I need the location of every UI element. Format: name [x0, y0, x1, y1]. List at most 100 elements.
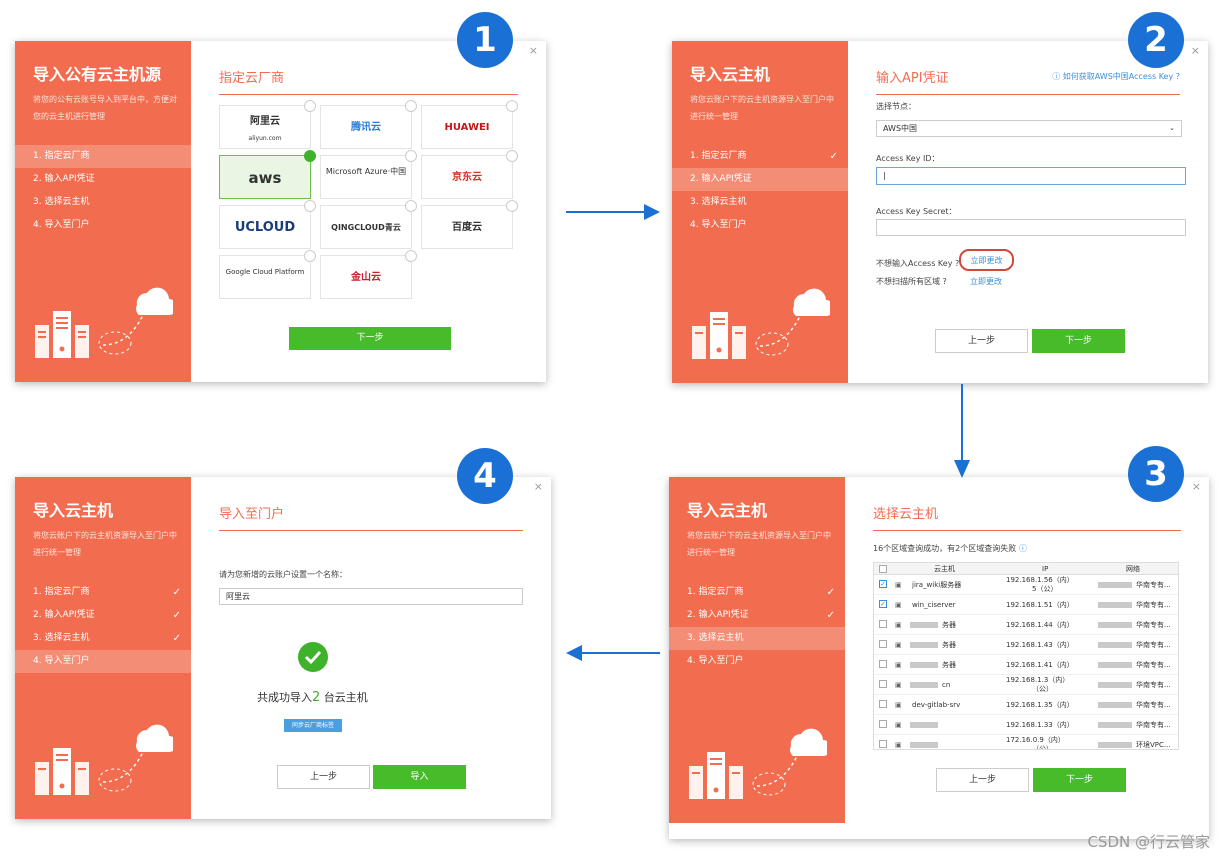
- access-key-secret-input[interactable]: [876, 219, 1186, 236]
- vendor-select-indicator: [506, 150, 518, 162]
- import-button[interactable]: 导入: [373, 765, 466, 789]
- dialog-main: 指定云厂商 阿里云 aliyun.com 腾讯云 HUAWEI aws Micr…: [191, 41, 546, 382]
- row-checkbox[interactable]: [879, 680, 887, 688]
- vendor-aws[interactable]: aws: [219, 150, 316, 199]
- step-badge-2: 2: [1128, 12, 1184, 68]
- no-scan-label: 不想扫描所有区域 ?: [876, 277, 947, 286]
- help-link[interactable]: ⓘ 如何获取AWS中国Access Key ?: [1052, 72, 1180, 81]
- row-checkbox[interactable]: [879, 660, 887, 668]
- dialog-step-1: 导入公有云主机源 将您的公有云账号导入到平台中，方便对您的云主机进行管理 1. …: [15, 41, 546, 382]
- arrow-down-icon: [954, 384, 970, 478]
- step-item-select: 3. 选择云主机: [33, 197, 90, 207]
- next-button[interactable]: 下一步: [289, 327, 451, 350]
- host-network: 华南专有...: [1136, 661, 1171, 669]
- vendor-select-indicator: [506, 200, 518, 212]
- access-key-secret-label: Access Key Secret：: [876, 207, 957, 216]
- prev-button[interactable]: 上一步: [277, 765, 370, 789]
- query-status: 16个区域查询成功，有2个区域查询失败 ⓘ: [873, 544, 1027, 553]
- vendor-kingsoft[interactable]: 金山云: [320, 250, 417, 299]
- step-item-import: 4. 导入至门户: [687, 656, 744, 666]
- success-message: 共成功导入2 台云主机: [257, 690, 368, 705]
- vendor-select-indicator: [405, 150, 417, 162]
- step-list: 1. 指定云厂商✓ 2. 输入API凭证✓ 3. 选择云主机✓ 4. 导入至门户: [15, 581, 191, 673]
- row-checkbox[interactable]: [879, 700, 887, 708]
- next-button[interactable]: 下一步: [1032, 329, 1125, 353]
- account-name-input[interactable]: 阿里云: [219, 588, 523, 605]
- vendor-google[interactable]: Google Cloud Platform: [219, 250, 316, 299]
- vendor-baidu[interactable]: 百度云: [421, 200, 518, 249]
- prev-button[interactable]: 上一步: [935, 329, 1028, 353]
- vendor-ucloud[interactable]: UCLOUD: [219, 200, 316, 249]
- row-checkbox[interactable]: [879, 720, 887, 728]
- step-list: 1. 指定云厂商 2. 输入API凭证 3. 选择云主机 4. 导入至门户: [15, 145, 191, 237]
- step-badge-3: 3: [1128, 446, 1184, 502]
- vendor-huawei[interactable]: HUAWEI: [421, 100, 518, 149]
- row-checkbox[interactable]: [879, 620, 887, 628]
- close-icon[interactable]: ×: [528, 44, 538, 57]
- step-item-import: 4. 导入至门户: [690, 220, 747, 230]
- host-name: win_ciserver: [912, 601, 956, 609]
- dialog-description: 将您云账户下的云主机资源导入至门户中进行统一管理: [33, 531, 177, 557]
- host-ip: 192.168.1.35（内）: [1006, 701, 1074, 709]
- row-checkbox[interactable]: [879, 640, 887, 648]
- dialog-description: 将您的公有云账号导入到平台中，方便对您的云主机进行管理: [33, 95, 177, 121]
- os-icon: ▣: [895, 681, 902, 689]
- step-item-vendor: 1. 指定云厂商✓: [15, 581, 191, 604]
- os-icon: ▣: [895, 661, 902, 669]
- host-ip: 172.16.0.9（内）（公）: [1006, 736, 1065, 750]
- vendor-select-indicator: [405, 200, 417, 212]
- close-icon[interactable]: ×: [1191, 480, 1201, 493]
- change-key-link[interactable]: 立即更改: [959, 249, 1014, 271]
- step-item-import: 4. 导入至门户: [15, 650, 191, 673]
- vendor-jdcloud[interactable]: 京东云: [421, 150, 518, 199]
- sync-tag-button[interactable]: 同步云厂商标签: [284, 719, 342, 732]
- node-select[interactable]: AWS中国 ⌄: [876, 120, 1182, 137]
- change-scan-link[interactable]: 立即更改: [970, 277, 1002, 286]
- vendor-select-indicator: [304, 200, 316, 212]
- host-network: 华南专有...: [1136, 621, 1171, 629]
- close-icon[interactable]: ×: [1190, 44, 1200, 57]
- vendor-tencent[interactable]: 腾讯云: [320, 100, 417, 149]
- sidebar: 导入云主机 将您云账户下的云主机资源导入至门户中进行统一管理 1. 指定云厂商✓…: [672, 41, 848, 383]
- close-icon[interactable]: ×: [533, 480, 543, 493]
- row-checkbox[interactable]: [879, 740, 887, 748]
- table-row[interactable]: ▣192.168.1.33（内）华南专有...: [874, 715, 1178, 735]
- help-icon: ⓘ: [1018, 544, 1027, 553]
- step-item-vendor: 1. 指定云厂商✓: [669, 581, 845, 604]
- row-checkbox[interactable]: ✓: [879, 600, 887, 608]
- vendor-select-indicator: [405, 100, 417, 112]
- server-cloud-illustration: [692, 288, 830, 359]
- host-ip: 192.168.1.44（内）: [1006, 621, 1074, 629]
- dialog-main: 导入至门户 请为您新增的云账户设置一个名称： 阿里云 共成功导入2 台云主机 同…: [191, 477, 551, 819]
- step-list: 1. 指定云厂商✓ 2. 输入API凭证 3. 选择云主机 4. 导入至门户: [672, 145, 848, 237]
- prev-button[interactable]: 上一步: [936, 768, 1029, 792]
- dialog-main: 输入API凭证 ⓘ 如何获取AWS中国Access Key ? 选择节点： AW…: [848, 41, 1208, 383]
- access-key-id-input[interactable]: |: [876, 167, 1186, 185]
- redacted-block: [910, 682, 938, 688]
- step-item-vendor: 1. 指定云厂商: [15, 145, 191, 168]
- section-heading: 选择云主机: [873, 503, 1181, 531]
- host-name: 务器: [942, 661, 956, 669]
- vendor-aliyun[interactable]: 阿里云 aliyun.com: [219, 100, 316, 149]
- redacted-block: [910, 642, 938, 648]
- next-button[interactable]: 下一步: [1033, 768, 1126, 792]
- row-checkbox[interactable]: ✓: [879, 580, 887, 588]
- vendor-qingcloud[interactable]: QINGCLOUD青云: [320, 200, 417, 249]
- step-item-select: 3. 选择云主机: [690, 197, 747, 207]
- table-row[interactable]: ▣172.16.0.9（内）（公）环境VPC...: [874, 735, 1178, 750]
- host-network: 环境VPC...: [1136, 741, 1171, 749]
- check-icon: ✓: [829, 151, 838, 162]
- arrow-right-icon: [566, 204, 660, 220]
- select-all-checkbox[interactable]: [879, 565, 887, 573]
- redacted-block: [1098, 722, 1132, 728]
- step-badge-1: 1: [457, 12, 513, 68]
- vendor-azure[interactable]: Microsoft Azure·中国: [320, 150, 417, 199]
